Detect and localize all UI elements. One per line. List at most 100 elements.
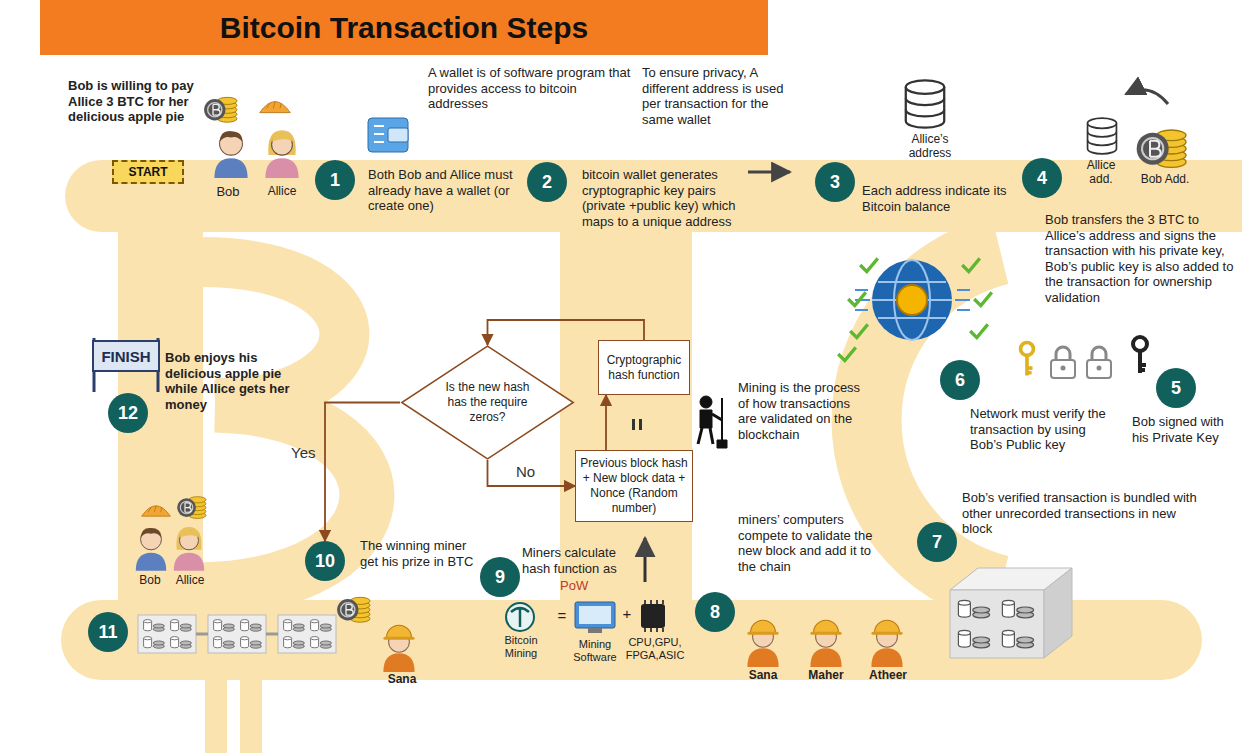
node-text: Previous block hash + New block data + N…: [580, 456, 688, 516]
decor-shape: [171, 637, 192, 649]
decor-shape: [265, 130, 298, 178]
decor-shape: [1021, 343, 1034, 376]
step-text: Network must verify the transaction by u…: [970, 406, 1108, 453]
decor-shape: [1137, 130, 1186, 167]
step-text: Bob signed with his Private Key: [1132, 414, 1238, 445]
step-number: 6: [940, 360, 980, 400]
node-text: 8: [710, 602, 720, 623]
step-number: 2: [527, 162, 567, 202]
process-box: Cryptographic hash function: [598, 340, 690, 395]
decor-shape: [260, 102, 291, 113]
decor-shape: [897, 285, 927, 315]
decor-shape: [639, 419, 642, 430]
decor-shape: [872, 282, 952, 318]
decor-shape: [278, 615, 336, 653]
decor-shape: [871, 620, 902, 667]
node-text: 4: [1037, 168, 1047, 189]
flow-arrow: [605, 395, 607, 450]
node-text: 12: [118, 403, 138, 424]
edge-label: No: [516, 464, 535, 481]
step-number: 5: [1156, 368, 1196, 408]
node-text: 9: [495, 567, 505, 588]
step-text: Bob transfers the 3 BTC to Allice’s addr…: [1045, 212, 1240, 306]
node-text: 3: [830, 172, 840, 193]
decor-shape: [383, 625, 414, 672]
process-box: Previous block hash + New block data + N…: [575, 450, 693, 522]
decor-shape: [1002, 630, 1033, 647]
step-number: 1: [315, 160, 355, 200]
decor-shape: [588, 628, 602, 633]
decor-shape: [240, 680, 262, 753]
step-number: 11: [88, 612, 128, 652]
decor-shape: [40, 0, 768, 55]
decor-shape: [214, 131, 247, 178]
node-text: 5: [1171, 378, 1181, 399]
icon-caption: Bitcoin Mining: [493, 634, 549, 660]
decor-shape: [368, 118, 408, 152]
note-text: Bob is willing to pay Allice 3 BTC for h…: [68, 78, 200, 125]
node-text: 2: [542, 172, 552, 193]
decor-shape: [838, 347, 856, 360]
node-text: 1: [330, 170, 340, 191]
icon-caption: Allice’s address: [892, 132, 968, 161]
decor-shape: [138, 615, 196, 653]
decor-shape: [205, 680, 227, 753]
decor-shape: [200, 405, 367, 590]
step-text: Each address indicate its Bitcoin balanc…: [862, 183, 1008, 214]
node-text: 7: [932, 532, 942, 553]
decor-shape: [61, 160, 1242, 753]
step-number: 7: [917, 522, 957, 562]
decor-shape: [579, 606, 611, 624]
step-number: 3: [815, 162, 855, 202]
decor-shape: [950, 590, 1044, 658]
person-name: Allice: [166, 573, 214, 587]
step-number: 12: [108, 393, 148, 433]
miner-name: Atheer: [861, 668, 915, 682]
decor-shape: [700, 410, 712, 428]
icon-caption: Mining Software: [567, 638, 623, 664]
decor-shape: [171, 620, 192, 632]
person-name: Allice: [257, 184, 307, 198]
step-text: Bob’s verified transaction is bundled wi…: [962, 490, 1198, 537]
note-text: Mining is the process of how transaction…: [738, 380, 866, 442]
decor-shape: [1133, 337, 1147, 373]
step-text: Bob enjoys his delicious apple pie while…: [165, 350, 299, 412]
decor-shape: [1088, 118, 1117, 154]
note-text: To ensure privacy, A different address i…: [642, 65, 792, 127]
decor-shape: [644, 538, 647, 582]
decor-shape: [721, 398, 723, 440]
person-name: Bob: [128, 573, 172, 587]
decor-shape: [958, 630, 989, 647]
decor-shape: [284, 637, 305, 649]
decor-shape: [144, 637, 165, 649]
decor-shape: [200, 250, 1000, 590]
step-text: Both Bob and Allice must already have a …: [368, 167, 518, 214]
miner-name: Sana: [741, 668, 785, 682]
decor-shape: [560, 232, 692, 600]
step-text: miners’ computers compete to validate th…: [738, 512, 890, 574]
operator-sign: +: [618, 605, 636, 623]
decor-shape: [860, 258, 878, 271]
decor-shape: [641, 604, 665, 628]
decor-shape: [748, 171, 790, 174]
decor-shape: [214, 637, 235, 649]
node-text: FINISH: [101, 348, 150, 365]
decor-shape: [142, 506, 171, 516]
decor-shape: [645, 600, 663, 632]
decor-shape: [241, 637, 262, 649]
flow-arrow: [325, 403, 400, 542]
decor-shape: [855, 260, 970, 340]
decor-shape: [214, 620, 235, 632]
node-text: Is the new hash has the require zeros?: [400, 380, 575, 425]
edge-label: Yes: [291, 445, 315, 462]
node-text: 11: [98, 622, 117, 643]
decor-shape: [337, 597, 370, 622]
decor-shape: [850, 324, 868, 337]
decor-shape: [970, 324, 988, 337]
decor-shape: [717, 440, 727, 448]
pow-text: PoW: [560, 578, 600, 594]
finish-banner: FINISH: [92, 340, 160, 372]
decor-shape: [241, 620, 262, 632]
decor-shape: [974, 292, 992, 305]
decor-shape: [962, 258, 980, 271]
